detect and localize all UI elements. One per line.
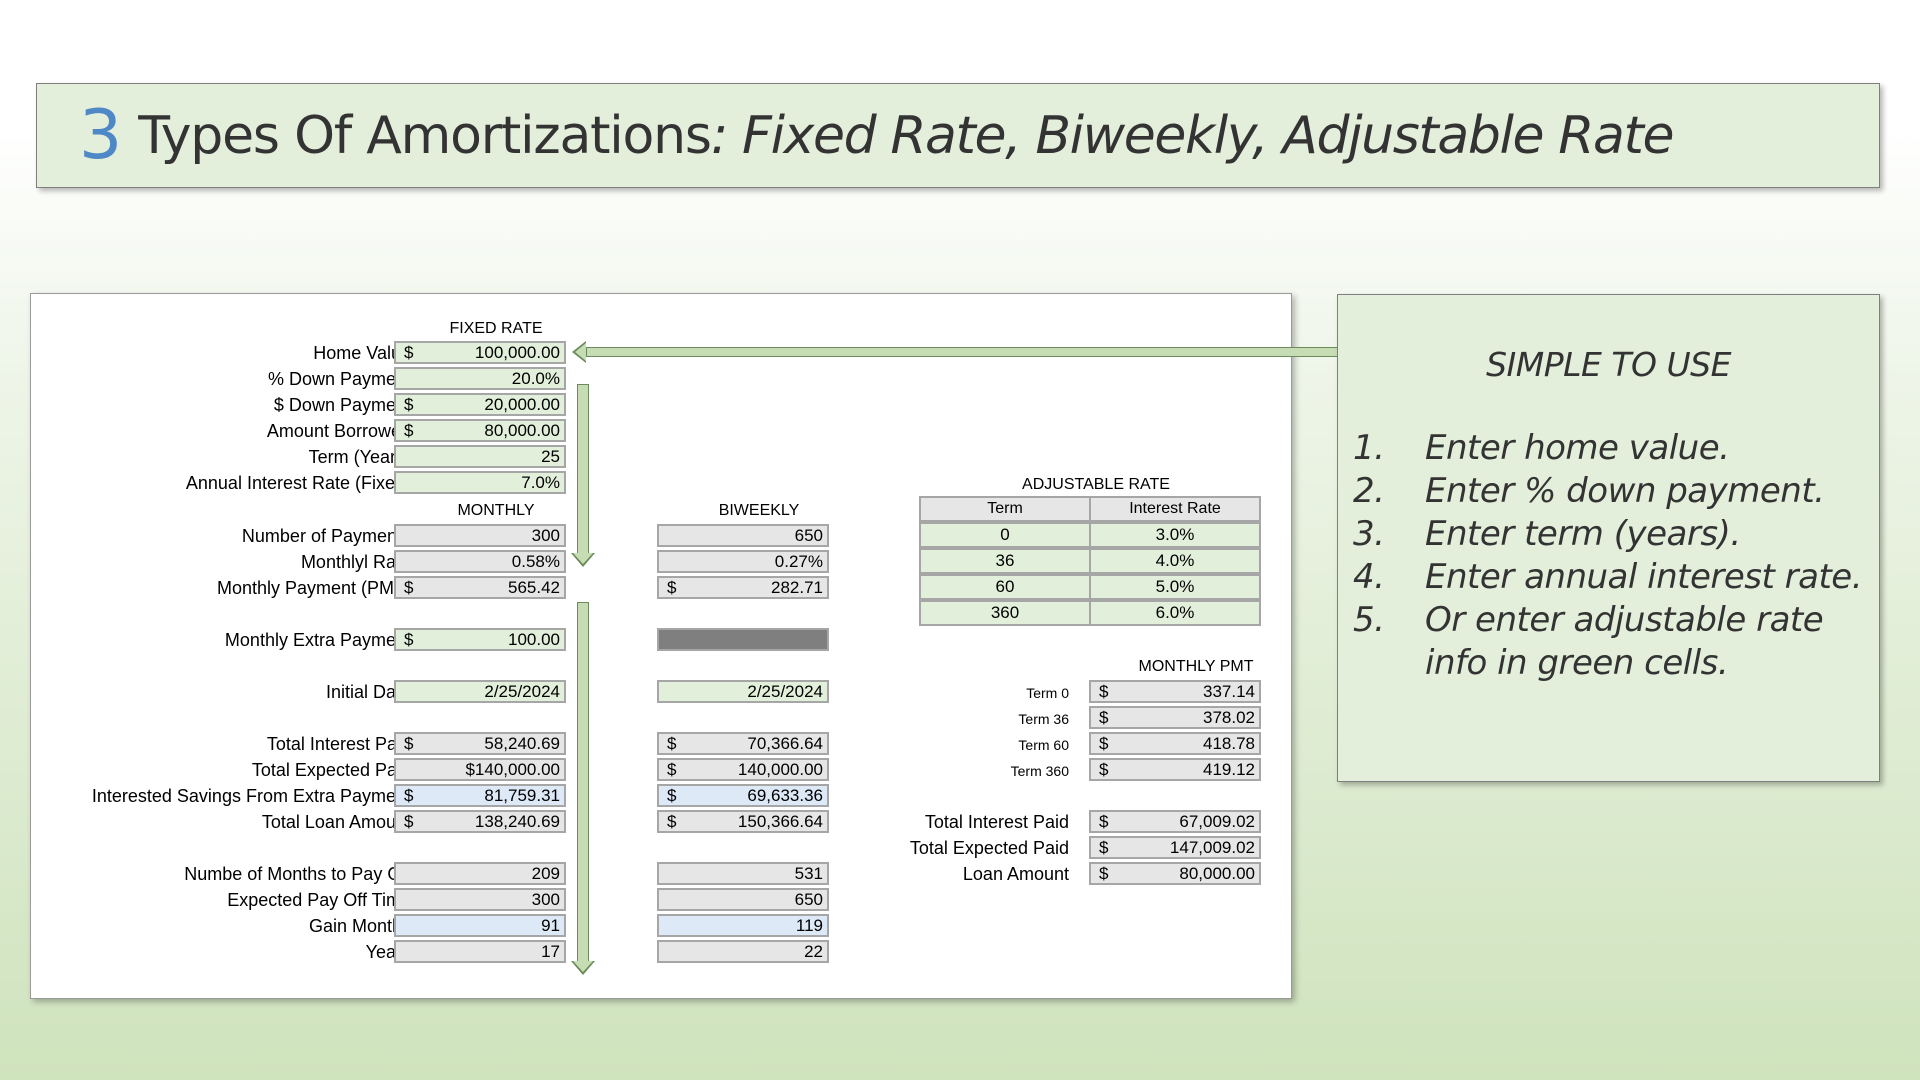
label-expected-payoff: Expected Pay Off Time <box>227 890 411 910</box>
instruction-step: 4.Enter annual interest rate. <box>1353 557 1863 597</box>
amount-borrowed-cell[interactable]: $ 80,000.00 <box>394 419 566 442</box>
label-adjustable-total-interest: Total Interest Paid <box>924 812 1069 832</box>
adjustable-rate-cell[interactable]: 3.0% <box>1089 522 1261 548</box>
title-number: 3 <box>79 95 123 175</box>
instruction-step: 3.Enter term (years). <box>1353 514 1741 554</box>
label-pmt-term: Term 60 <box>1018 737 1069 753</box>
pointer-arrow-head-icon <box>572 341 586 363</box>
biweekly-months-to-payoff: 531 <box>657 862 829 885</box>
header-biweekly: BIWEEKLY <box>718 502 800 519</box>
biweekly-expected-payoff: 650 <box>657 888 829 911</box>
adjustable-rate-cell[interactable]: 4.0% <box>1089 548 1261 574</box>
monthly-expected-payoff: 300 <box>394 888 566 911</box>
adjustable-pmt-cell: $ 378.02 <box>1089 706 1261 729</box>
adjustable-total-expected: $ 147,009.02 <box>1089 836 1261 859</box>
adjustable-pmt-cell: $ 337.14 <box>1089 680 1261 703</box>
label-rate: Monthlyl Rate <box>300 552 411 572</box>
adjustable-pmt-cell: $ 418.78 <box>1089 732 1261 755</box>
label-total-expected: Total Expected Paid <box>251 760 411 780</box>
label-term: Term (Years) <box>308 447 411 467</box>
monthly-years: 17 <box>394 940 566 963</box>
monthly-gain-months: 91 <box>394 914 566 937</box>
flow-arrow-shaft <box>577 602 589 962</box>
instructions-title: SIMPLE TO USE <box>1486 345 1731 384</box>
instructions-panel: SIMPLE TO USE 1.Enter home value. 2.Ente… <box>1337 294 1880 782</box>
instruction-step: 1.Enter home value. <box>1353 428 1730 468</box>
biweekly-total-expected: $ 140,000.00 <box>657 758 829 781</box>
adjustable-total-interest: $ 67,009.02 <box>1089 810 1261 833</box>
monthly-number-of-payments: 300 <box>394 524 566 547</box>
adjustable-term-cell[interactable]: 60 <box>919 574 1091 600</box>
label-years: Years <box>365 942 411 962</box>
biweekly-rate: 0.27% <box>657 550 829 573</box>
label-adjustable-total-expected: Total Expected Paid <box>909 838 1069 858</box>
flow-arrow-head-icon <box>571 553 595 567</box>
flow-arrow-shaft <box>577 384 589 554</box>
biweekly-gain-months: 119 <box>657 914 829 937</box>
label-dollar-down: $ Down Payment <box>273 395 411 415</box>
monthly-savings: $ 81,759.31 <box>394 784 566 807</box>
title-subtitle: : Fixed Rate, Biweekly, Adjustable Rate <box>710 105 1675 166</box>
biweekly-number-of-payments: 650 <box>657 524 829 547</box>
biweekly-extra-payment-disabled <box>657 628 829 651</box>
biweekly-total-loan: $ 150,366.64 <box>657 810 829 833</box>
header-adjustable-rate: ADJUSTABLE RATE <box>1022 476 1170 493</box>
term-cell[interactable]: 25 <box>394 445 566 468</box>
monthly-total-interest: $ 58,240.69 <box>394 732 566 755</box>
header-monthly-pmt: MONTHLY PMT <box>1138 658 1254 675</box>
instruction-step: 2.Enter % down payment. <box>1353 471 1825 511</box>
label-pmt-term: Term 360 <box>1010 763 1069 779</box>
label-payment: Monthly Payment (PMT) <box>216 578 411 598</box>
label-adjustable-loan-amount: Loan Amount <box>962 864 1069 884</box>
label-number-of-payments: Number of Payments <box>241 526 411 546</box>
monthly-extra-payment-cell[interactable]: $ 100.00 <box>394 628 566 651</box>
title-main: Types Of Amortizations <box>138 105 712 166</box>
adjustable-term-cell[interactable]: 360 <box>919 600 1091 626</box>
pct-down-cell[interactable]: 20.0% <box>394 367 566 390</box>
adjustable-rate-cell[interactable]: 6.0% <box>1089 600 1261 626</box>
monthly-payment: $ 565.42 <box>394 576 566 599</box>
label-initial-date: Initial Date <box>325 682 411 702</box>
adjustable-term-cell[interactable]: 36 <box>919 548 1091 574</box>
title-banner: 3 Types Of Amortizations : Fixed Rate, B… <box>36 83 1880 188</box>
label-gain-months: Gain Months <box>308 916 411 936</box>
label-pmt-term: Term 36 <box>1018 711 1069 727</box>
header-fixed-rate: FIXED RATE <box>449 320 543 337</box>
label-total-loan: Total Loan Amount <box>261 812 411 832</box>
label-pct-down: % Down Payment <box>267 369 411 389</box>
monthly-total-expected: $140,000.00 <box>394 758 566 781</box>
label-months-to-payoff: Numbe of Months to Pay Off <box>184 864 411 884</box>
monthly-months-to-payoff: 209 <box>394 862 566 885</box>
biweekly-total-interest: $ 70,366.64 <box>657 732 829 755</box>
annual-rate-cell[interactable]: 7.0% <box>394 471 566 494</box>
label-extra-payment: Monthly Extra Payment <box>224 630 411 650</box>
biweekly-years: 22 <box>657 940 829 963</box>
adjustable-term-cell[interactable]: 0 <box>919 522 1091 548</box>
adjustable-pmt-cell: $ 419.12 <box>1089 758 1261 781</box>
dollar-down-cell[interactable]: $ 20,000.00 <box>394 393 566 416</box>
instruction-step: 5.Or enter adjustable rate <box>1353 600 1824 640</box>
adjustable-col-term: Term <box>919 496 1091 522</box>
biweekly-initial-date-cell[interactable]: 2/25/2024 <box>657 680 829 703</box>
amortization-sheet: FIXED RATE MONTHLY BIWEEKLY ADJUSTABLE R… <box>30 293 1292 999</box>
home-value-cell[interactable]: $ 100,000.00 <box>394 341 566 364</box>
adjustable-rate-cell[interactable]: 5.0% <box>1089 574 1261 600</box>
instruction-step-continued: info in green cells. <box>1425 643 1729 683</box>
label-home-value: Home Value <box>313 343 411 363</box>
monthly-rate: 0.58% <box>394 550 566 573</box>
adjustable-loan-amount: $ 80,000.00 <box>1089 862 1261 885</box>
label-annual-rate: Annual Interest Rate (Fixed) <box>185 473 411 493</box>
pointer-arrow-shaft <box>586 347 1351 357</box>
biweekly-payment: $ 282.71 <box>657 576 829 599</box>
label-pmt-term: Term 0 <box>1026 685 1069 701</box>
label-amount-borrowed: Amount Borrowed <box>266 421 411 441</box>
monthly-total-loan: $ 138,240.69 <box>394 810 566 833</box>
label-savings: Interested Savings From Extra Payment <box>91 786 411 806</box>
label-total-interest: Total Interest Paid <box>266 734 411 754</box>
monthly-initial-date-cell[interactable]: 2/25/2024 <box>394 680 566 703</box>
adjustable-col-rate: Interest Rate <box>1089 496 1261 522</box>
header-monthly: MONTHLY <box>457 502 535 519</box>
biweekly-savings: $ 69,633.36 <box>657 784 829 807</box>
flow-arrow-head-icon <box>571 961 595 975</box>
